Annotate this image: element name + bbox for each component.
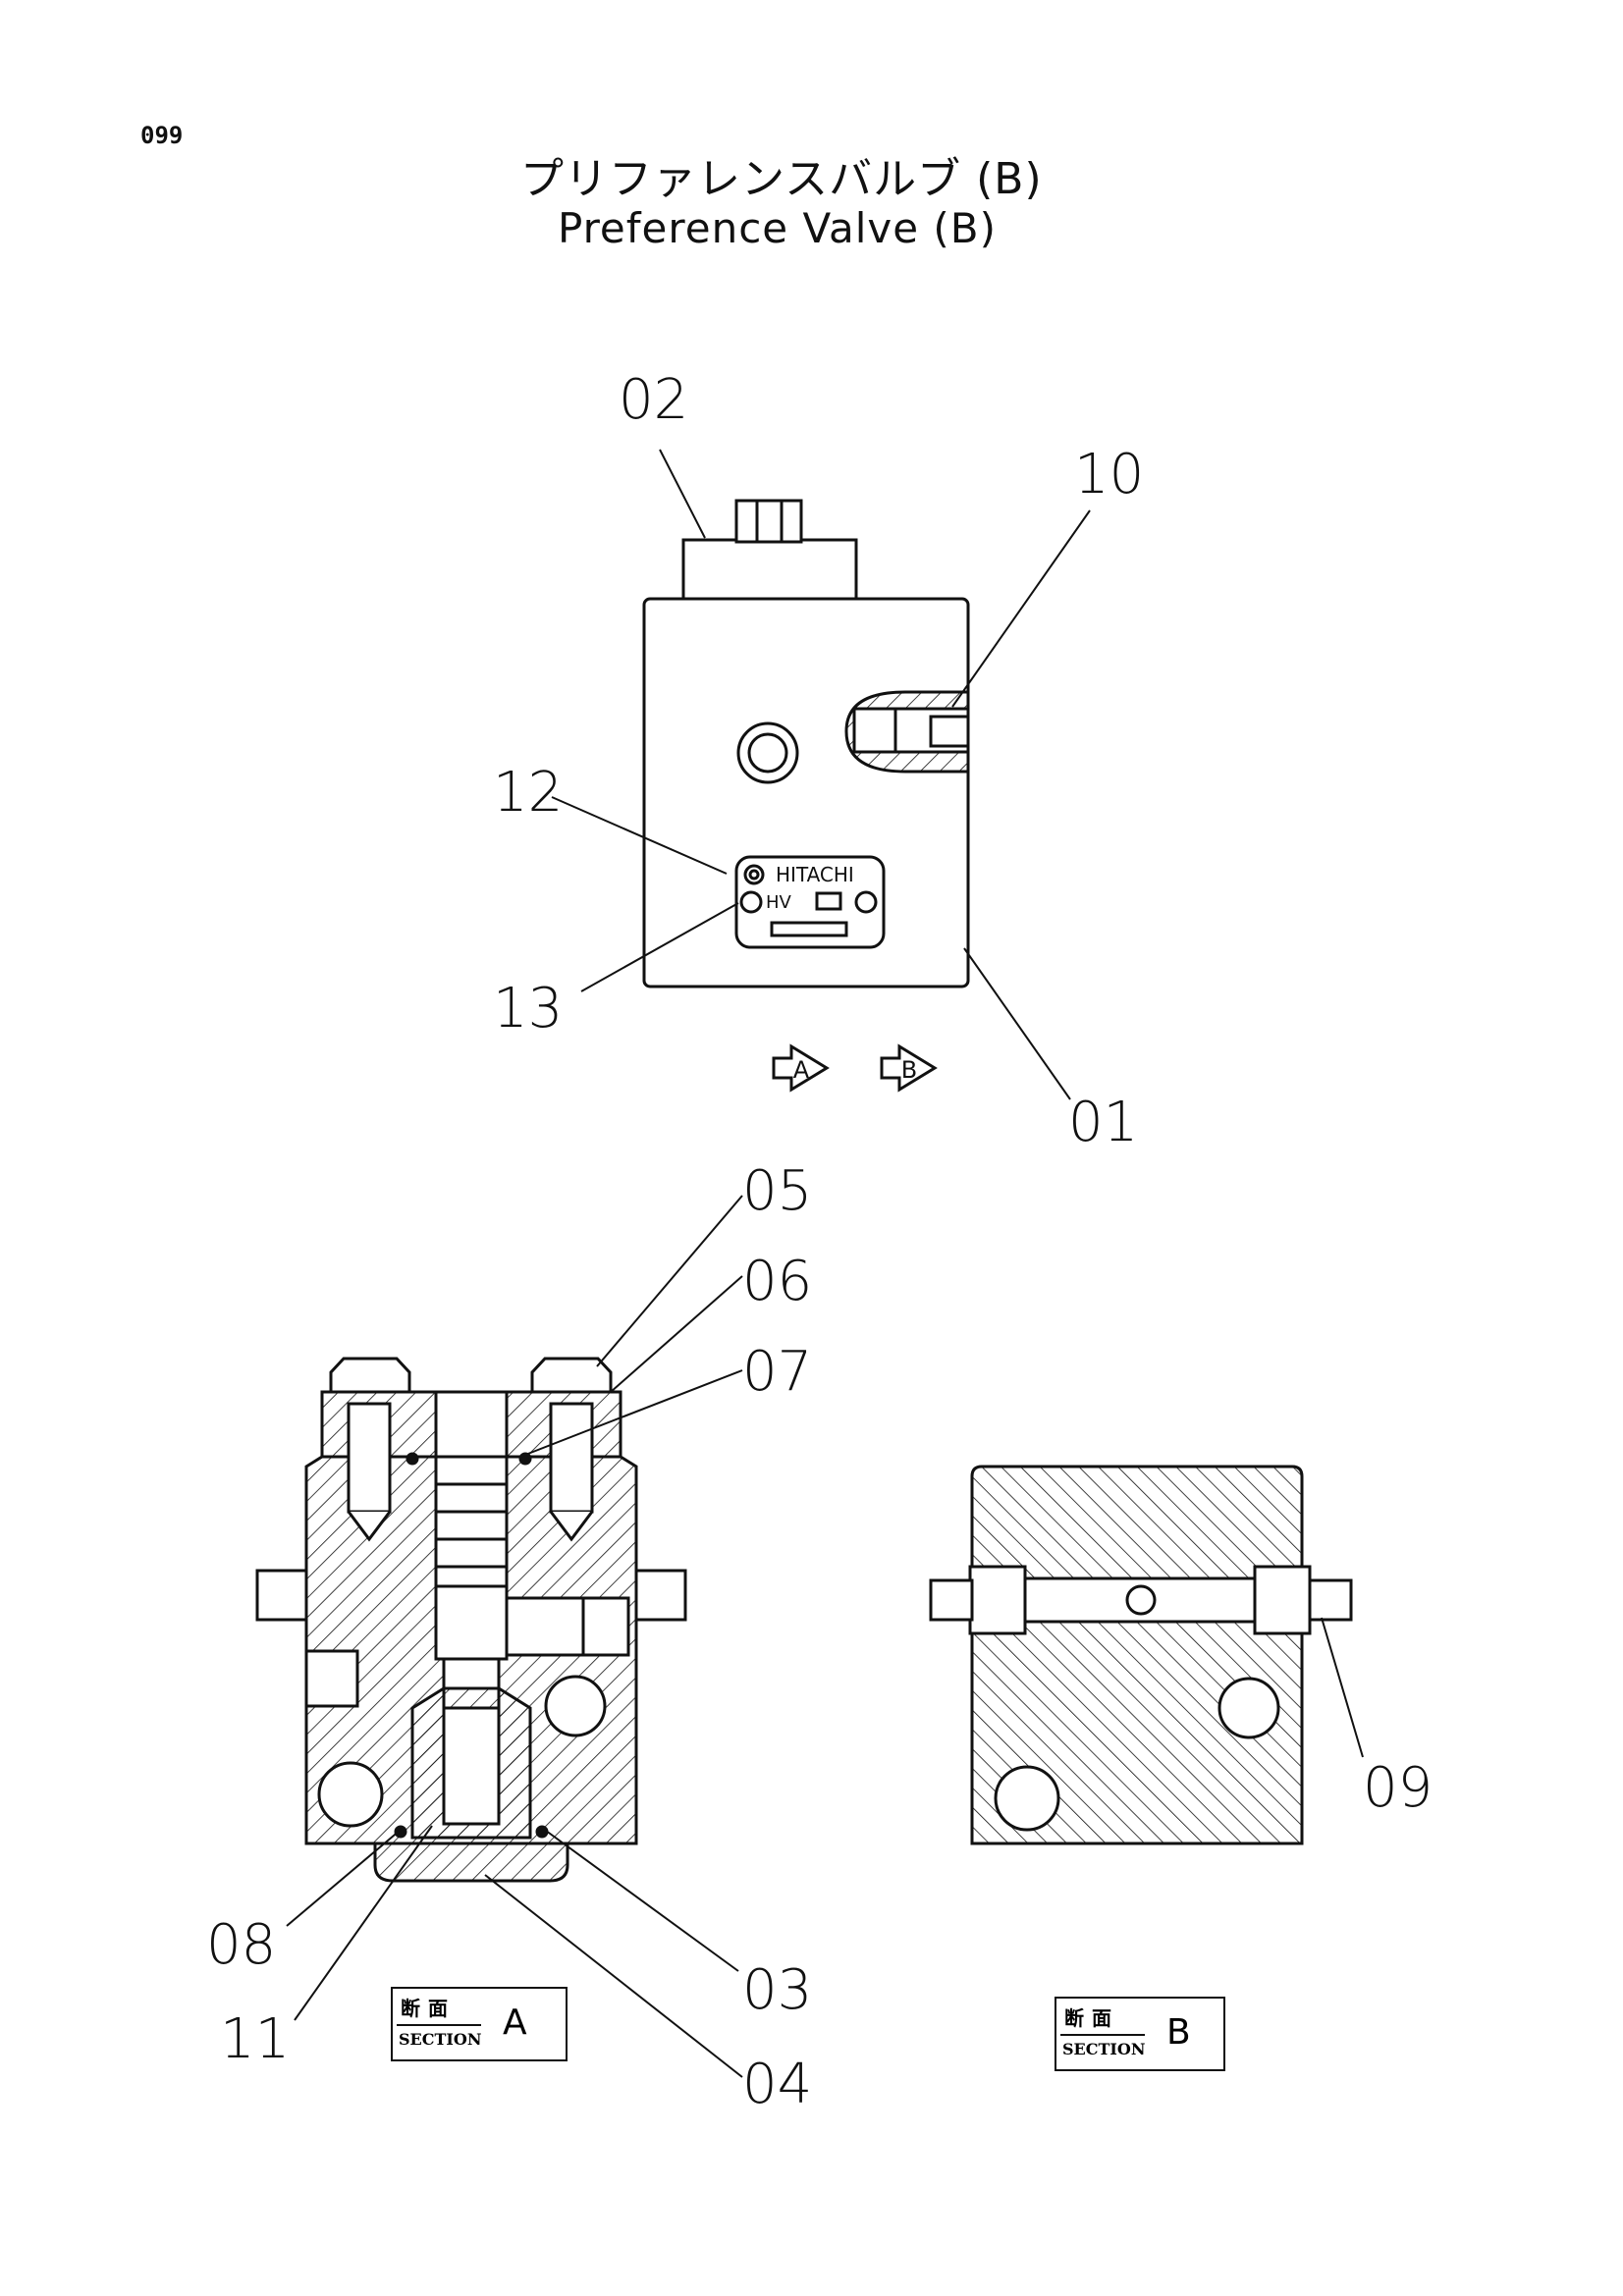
section-b-en: SECTION bbox=[1062, 2040, 1146, 2058]
callout-06: 06 bbox=[742, 1250, 813, 1313]
title-english: Preference Valve (B) bbox=[558, 204, 997, 252]
callout-03: 03 bbox=[742, 1958, 813, 2022]
nameplate-brand: HITACHI bbox=[776, 863, 854, 886]
section-b-label: 断面 SECTION B bbox=[1055, 1997, 1225, 2071]
callout-11: 11 bbox=[220, 2007, 291, 2071]
exterior-view bbox=[642, 499, 970, 1093]
title-japanese: プリファレンスバルブ (B) bbox=[520, 154, 1043, 204]
section-a-view bbox=[255, 1357, 687, 1883]
nameplate-model-prefix: HV bbox=[766, 892, 792, 913]
callout-09: 09 bbox=[1363, 1756, 1434, 1820]
callout-10: 10 bbox=[1074, 443, 1145, 507]
section-b-jp: 断面 bbox=[1064, 2006, 1119, 2030]
section-b-divider bbox=[1060, 2034, 1145, 2036]
view-arrow-b-label: B bbox=[901, 1056, 917, 1084]
view-arrow-a-label: A bbox=[793, 1056, 810, 1084]
callout-05: 05 bbox=[742, 1159, 813, 1223]
section-a-divider bbox=[397, 2024, 481, 2026]
callout-13: 13 bbox=[493, 977, 564, 1041]
callout-01: 01 bbox=[1068, 1091, 1139, 1154]
section-a-en: SECTION bbox=[399, 2030, 482, 2049]
callout-08: 08 bbox=[206, 1913, 277, 1977]
leader-lines bbox=[286, 449, 1364, 2078]
callout-04: 04 bbox=[742, 2053, 813, 2116]
section-b-view bbox=[929, 1465, 1353, 1845]
callout-12: 12 bbox=[493, 761, 564, 825]
section-a-jp: 断面 bbox=[401, 1997, 456, 2020]
section-b-letter: B bbox=[1166, 2012, 1191, 2053]
callout-02: 02 bbox=[619, 368, 689, 432]
page-number: 099 bbox=[140, 122, 184, 149]
section-a-label: 断面 SECTION A bbox=[391, 1987, 568, 2061]
callout-07: 07 bbox=[742, 1340, 813, 1404]
section-a-letter: A bbox=[503, 2002, 527, 2043]
